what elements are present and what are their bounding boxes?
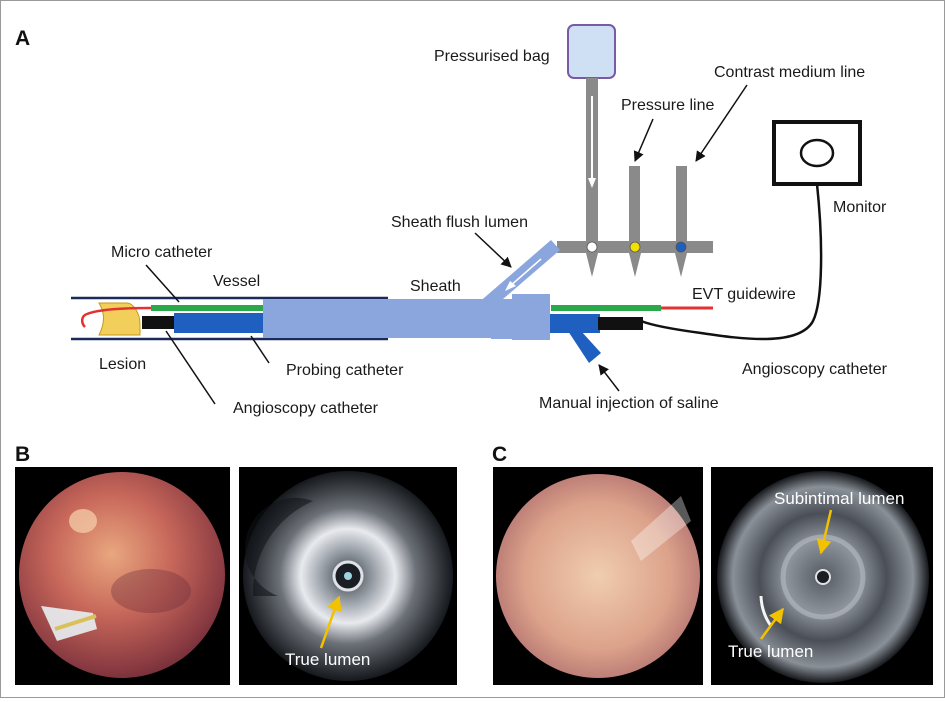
ivus-c-true-lumen-edge bbox=[759, 595, 773, 627]
stopcock-dot-blue bbox=[675, 241, 687, 253]
monitor-screen-icon bbox=[799, 138, 835, 168]
ivus-c-ring bbox=[780, 534, 866, 620]
micro-catheter bbox=[151, 305, 265, 311]
endoscopy-c-reflection bbox=[631, 496, 691, 561]
pressure-line-label: Pressure line bbox=[621, 97, 714, 114]
angioscopy-catheter-left-label: Angioscopy catheter bbox=[233, 400, 379, 417]
stopcock-spike-3 bbox=[675, 253, 687, 277]
angioscopy-catheter-hub bbox=[598, 317, 643, 330]
manual-injection-arrow bbox=[598, 364, 620, 392]
micro-catheter-label: Micro catheter bbox=[111, 244, 213, 261]
monitor bbox=[772, 120, 862, 186]
angioscopy-catheter-right-label: Angioscopy catheter bbox=[742, 361, 888, 378]
ivus-c-catheter bbox=[815, 569, 831, 585]
flow-arrow-down-head bbox=[588, 178, 596, 188]
probing-catheter-label: Probing catheter bbox=[286, 362, 404, 379]
evt-guidewire-label: EVT guidewire bbox=[692, 286, 796, 303]
endoscopy-c-view bbox=[496, 474, 700, 678]
ivus-b-arrow bbox=[319, 595, 342, 649]
probing-catheter-hub bbox=[550, 314, 600, 333]
ivus-b-true-lumen-label: True lumen bbox=[285, 650, 370, 669]
contrast-medium-line-arrow bbox=[695, 84, 748, 162]
pressure-line-arrow bbox=[633, 118, 654, 162]
ivus-c-subintimal-label: Subintimal lumen bbox=[774, 489, 904, 508]
sheath-flush-arrow bbox=[474, 232, 512, 268]
sheath-hub bbox=[512, 294, 550, 340]
ivus-b-dark-sector bbox=[244, 497, 313, 596]
manual-injection-label: Manual injection of saline bbox=[539, 395, 719, 412]
guidewire-tip bbox=[81, 306, 152, 328]
pressurised-bag-label: Pressurised bag bbox=[434, 48, 550, 65]
panel-letter-c: C bbox=[492, 443, 507, 466]
lesion-label: Lesion bbox=[99, 356, 146, 373]
guidewire-green-segment bbox=[551, 305, 661, 311]
monitor-label: Monitor bbox=[833, 199, 887, 216]
stopcock-dot-yellow bbox=[629, 241, 641, 253]
micro-catheter-leader bbox=[145, 264, 180, 303]
panel-c-endoscopy bbox=[493, 467, 703, 685]
sheath-body bbox=[263, 299, 513, 338]
monitor-cable bbox=[640, 183, 823, 341]
sheath-flush-arm bbox=[477, 240, 560, 305]
pressurised-bag bbox=[567, 24, 616, 79]
ivus-c-true-lumen-label: True lumen bbox=[728, 642, 813, 661]
vessel-label: Vessel bbox=[213, 273, 260, 290]
panel-letter-a: A bbox=[15, 27, 30, 50]
pressure-line-stub bbox=[629, 166, 640, 243]
flush-flow-line bbox=[508, 258, 542, 288]
angioscopy-catheter-tip bbox=[142, 316, 175, 329]
contrast-line-stub bbox=[676, 166, 687, 243]
panel-b-endoscopy bbox=[15, 467, 230, 685]
panel-c-ivus: Subintimal lumen True lumen bbox=[711, 467, 933, 685]
flush-flow-head bbox=[505, 281, 516, 291]
endoscopy-b-view bbox=[19, 472, 225, 678]
endoscopy-b-highlight bbox=[69, 509, 97, 533]
panel-letter-b: B bbox=[15, 443, 30, 466]
probing-catheter bbox=[174, 313, 266, 333]
panel-b-ivus: True lumen bbox=[239, 467, 457, 685]
contrast-medium-line-label: Contrast medium line bbox=[714, 64, 865, 81]
angioscopy-catheter-leader bbox=[165, 330, 216, 405]
probing-catheter-leader bbox=[250, 335, 270, 364]
endoscopy-b-guidewire bbox=[54, 614, 97, 631]
endoscopy-b-shadow bbox=[111, 569, 191, 613]
saline-port bbox=[568, 331, 601, 363]
stopcock-spike-2 bbox=[629, 253, 641, 277]
ivus-c-arrow-top bbox=[816, 509, 833, 555]
ivus-c-arrow-bottom bbox=[759, 607, 785, 640]
ivus-b-catheter-core bbox=[344, 572, 352, 580]
sheath-flush-lumen-label: Sheath flush lumen bbox=[391, 214, 528, 231]
lesion bbox=[98, 302, 141, 336]
stopcock-spike-1 bbox=[586, 253, 598, 277]
stopcock-dot-white bbox=[586, 241, 598, 253]
sheath-label: Sheath bbox=[410, 278, 461, 295]
